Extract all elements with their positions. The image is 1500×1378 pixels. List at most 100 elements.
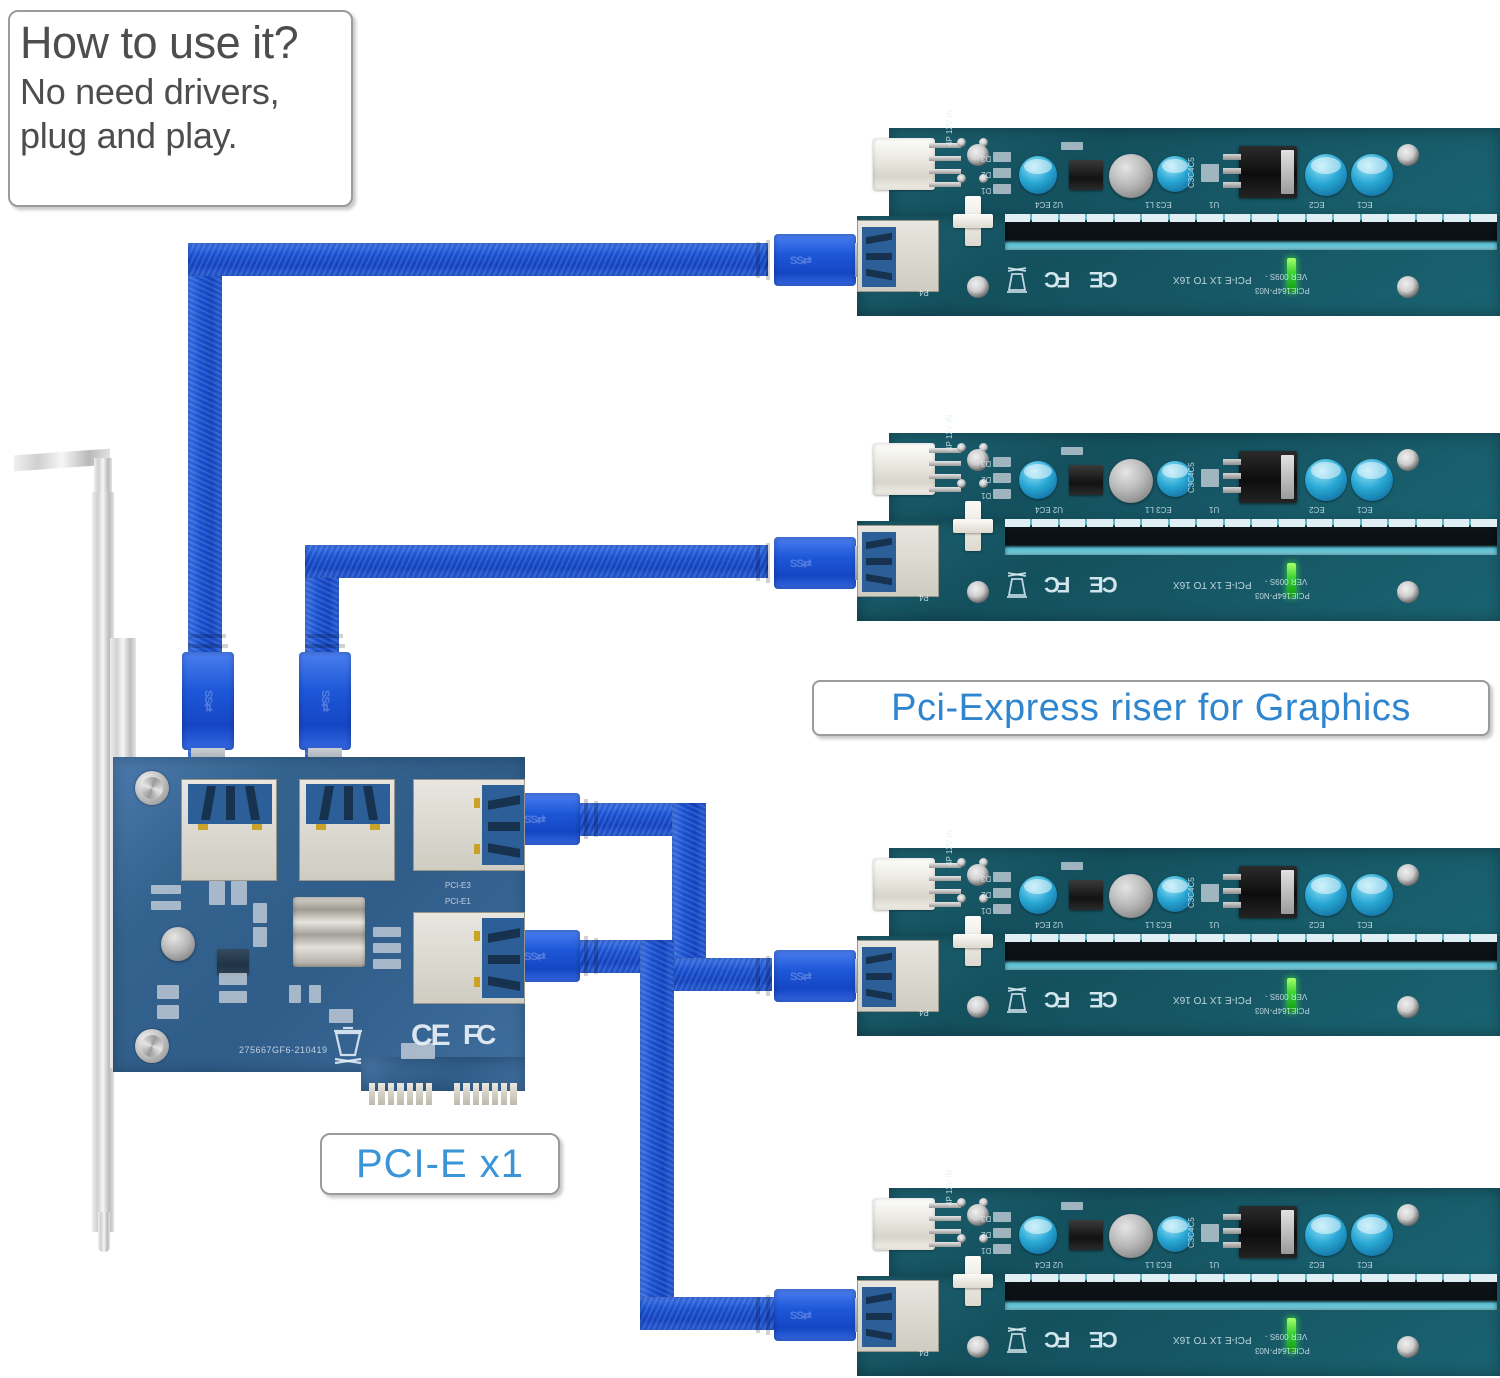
standoff-hole: [1397, 864, 1419, 886]
weee-bin-icon: [334, 1026, 362, 1065]
capacitor-ec3: [1157, 876, 1193, 912]
capacitor-ec2: [1305, 874, 1347, 916]
cable-4-horizontal-segment-b: [640, 1297, 775, 1330]
cable-2-horizontal-segment: [305, 545, 768, 578]
riser-port-silk: P4: [919, 593, 929, 602]
capacitor-ec1: [1351, 874, 1393, 916]
adapter-port-label-1: PCI-E1: [445, 897, 471, 906]
standoff-hole: [967, 1336, 989, 1358]
component-silk-c3c4c5: C3C4C5: [1187, 1217, 1196, 1248]
riser-ce-mark-icon: CE: [1091, 1327, 1118, 1352]
pcie-callout-label: PCI-E x1: [355, 1141, 525, 1186]
riser-model-silk: PCIE164P-N03: [1255, 1346, 1310, 1355]
riser-ce-mark-icon: CE: [1091, 267, 1118, 292]
riser-ce-mark-icon: CE: [1091, 572, 1118, 597]
component-silk-u2ec4: U2 EC4: [1035, 920, 1064, 929]
component-silk-d1: D1: [981, 1246, 992, 1255]
riser-card-3: PCI-E 1X TO 16X PCIE164P-N03 VER 009S - …: [857, 830, 1500, 1038]
capacitor-ec4: [1019, 876, 1057, 914]
riser-power-silk: 4P 12V IN: [945, 414, 954, 451]
capacitor-ec2: [1305, 154, 1347, 196]
riser-spec-silk: PCI-E 1X TO 16X: [1173, 1334, 1252, 1345]
riser-usb-port: [857, 940, 939, 1012]
superspeed-icon: SS⇄: [790, 255, 812, 267]
component-silk-d1: D1: [981, 186, 992, 195]
how-to-use-callout: How to use it? No need drivers, plug and…: [8, 10, 353, 207]
superspeed-icon: SS⇄: [790, 971, 812, 983]
choke-coil: [161, 927, 195, 961]
component-silk-ec3l1: EC3 L1: [1145, 1260, 1172, 1269]
ic-u2: [1069, 1220, 1103, 1250]
component-silk-u1: U1: [1209, 505, 1220, 514]
slot-retention-latch-arm: [953, 1274, 993, 1288]
component-silk-ec2: EC2: [1309, 505, 1325, 514]
standoff-hole: [1397, 449, 1419, 471]
capacitor-ec4: [1019, 461, 1057, 499]
pcie-x1-gold-fingers: [369, 1083, 517, 1105]
slot-retention-latch-arm: [953, 519, 993, 533]
slot-retention-latch-arm: [953, 214, 993, 228]
usb-port-4: [413, 912, 525, 1004]
pcie-x16-slot: [1005, 214, 1497, 250]
component-silk-d2: D2: [981, 1230, 992, 1239]
usb-port-3: [413, 779, 525, 871]
ce-mark-icon: CE: [411, 1019, 451, 1052]
riser-usb-port: [857, 220, 939, 292]
ic-u2: [1069, 880, 1103, 910]
how-to-use-line-1: No need drivers,: [20, 71, 280, 112]
capacitor-ec2: [1305, 459, 1347, 501]
riser-usb-port: [857, 1280, 939, 1352]
riser-weee-bin-icon: [1007, 267, 1027, 293]
riser-port-silk: P4: [919, 288, 929, 297]
regulator-u1: [1239, 866, 1297, 918]
adapter-silkscreen-id: 275667GF6-210419: [239, 1045, 328, 1055]
superspeed-icon: SS⇄: [201, 690, 214, 711]
component-silk-d2: D2: [981, 170, 992, 179]
riser-spec-silk: PCI-E 1X TO 16X: [1173, 579, 1252, 590]
how-to-use-line-2: plug and play.: [20, 115, 238, 156]
caps-c3c4c5: [1201, 164, 1219, 182]
how-to-use-title: How to use it?: [20, 17, 299, 68]
component-silk-ec1: EC1: [1357, 200, 1373, 209]
standoff-hole: [1397, 1204, 1419, 1226]
component-silk-d3: D3: [981, 1214, 992, 1223]
capacitor-ec3: [1157, 156, 1193, 192]
capacitor-ec1: [1351, 154, 1393, 196]
component-silk-ec2: EC2: [1309, 200, 1325, 209]
capacitor-ec1: [1351, 1214, 1393, 1256]
component-silk-c3c4c5: C3C4C5: [1187, 462, 1196, 493]
component-silk-d3: D3: [981, 459, 992, 468]
riser-fcc-mark-icon: FC: [1047, 1327, 1071, 1352]
component-silk-d1: D1: [981, 906, 992, 915]
molex-power-connector: [873, 138, 935, 190]
molex-power-connector: [873, 443, 935, 495]
power-led: [1287, 1318, 1296, 1352]
standoff-hole: [1397, 1336, 1419, 1358]
capacitor-ec3: [1157, 1216, 1193, 1252]
cable-4-vertical-segment: [640, 940, 674, 1300]
component-silk-ec3l1: EC3 L1: [1145, 920, 1172, 929]
riser-spec-silk: PCI-E 1X TO 16X: [1173, 994, 1252, 1005]
component-silk-ec1: EC1: [1357, 1260, 1373, 1269]
superspeed-icon: SS⇄: [790, 1310, 812, 1322]
riser-port-silk: P4: [919, 1008, 929, 1017]
pcie-callout: PCI-E x1: [320, 1133, 560, 1195]
regulator-u1: [1239, 146, 1297, 198]
pcie-x16-slot: [1005, 1274, 1497, 1310]
pcie-x1-adapter-card: 275667GF6-210419 PCI-E3 PCI-E1 CE FC: [113, 757, 525, 1105]
component-silk-u1: U1: [1209, 920, 1220, 929]
riser-fcc-mark-icon: FC: [1047, 267, 1071, 292]
riser-card-4: PCI-E 1X TO 16X PCIE164P-N03 VER 009S - …: [857, 1170, 1500, 1378]
power-led: [1287, 978, 1296, 1012]
riser-model-silk: PCIE164P-N03: [1255, 1006, 1310, 1015]
standoff-hole: [967, 1204, 989, 1226]
caps-c3c4c5: [1201, 469, 1219, 487]
inductor-l1: [1109, 154, 1153, 198]
component-silk-ec3l1: EC3 L1: [1145, 505, 1172, 514]
controller-ic: [217, 949, 249, 975]
component-silk-d1: D1: [981, 491, 992, 500]
power-led: [1287, 563, 1296, 597]
superspeed-icon: SS⇄: [524, 951, 546, 963]
component-silk-ec1: EC1: [1357, 920, 1373, 929]
capacitor-ec4: [1019, 1216, 1057, 1254]
